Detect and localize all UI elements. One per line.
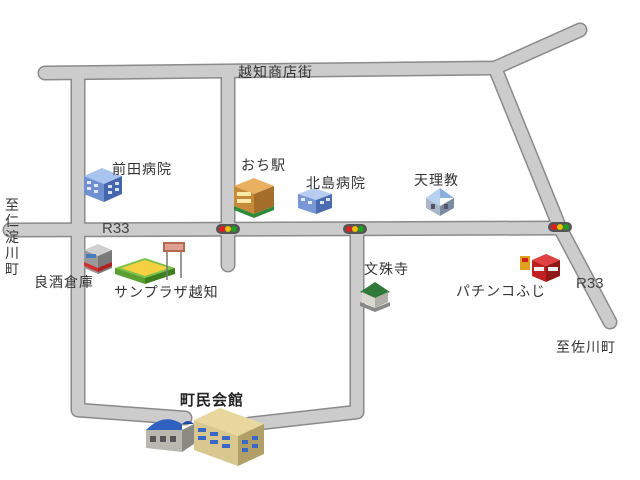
- tenrikyo-church-icon: [426, 188, 454, 216]
- route-label-left: R33: [102, 220, 130, 237]
- route-label-right: R33: [576, 275, 604, 292]
- traffic-light-icon: [216, 224, 240, 234]
- monjuji-temple-icon: [360, 282, 390, 312]
- yoshizake-warehouse-label: 良酒倉庫: [34, 275, 94, 291]
- maeda-hospital-building-icon: [84, 168, 122, 202]
- maeda-hospital-label: 前田病院: [112, 162, 172, 178]
- road-fills: [4, 24, 616, 430]
- ochi-station-label: おち駅: [241, 158, 286, 174]
- traffic-light-icon: [548, 222, 572, 232]
- pachinko-label: パチンコふじ: [456, 284, 546, 300]
- monjuji-label: 文殊寺: [364, 262, 409, 278]
- tenrikyo-label: 天理教: [414, 173, 459, 189]
- community-hall-icon: [146, 408, 264, 466]
- kitajima-hospital-building-icon: [298, 188, 332, 214]
- yoshizake-warehouse-icon: [84, 244, 112, 274]
- community-hall-label: 町民会館: [180, 391, 245, 409]
- pachinko-fuji-icon: [520, 254, 560, 282]
- to-sakawa-label: 至佐川町: [556, 340, 616, 356]
- kitajima-hospital-label: 北島病院: [306, 176, 366, 192]
- street-top-label: 越知商店街: [238, 65, 313, 81]
- sunplaza-label: サンプラザ越知: [114, 285, 219, 301]
- sunplaza-supermarket-icon: [115, 242, 185, 284]
- to-niyodogawa-label: 至 仁 淀 川 町: [5, 198, 19, 278]
- ochi-station-icon: [234, 178, 274, 218]
- traffic-light-icon: [343, 224, 367, 234]
